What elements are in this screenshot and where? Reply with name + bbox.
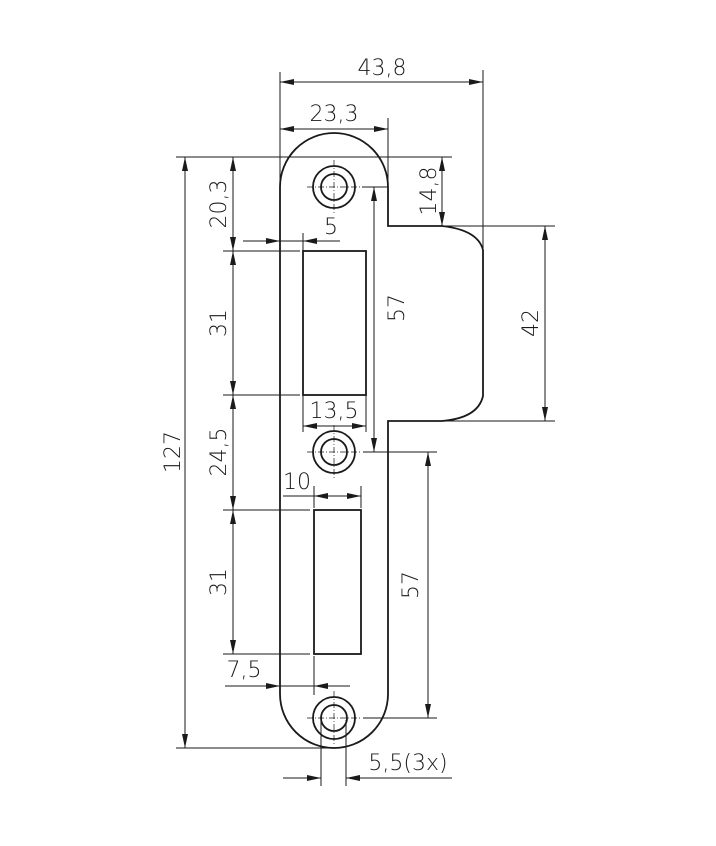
screw-hole-middle — [307, 425, 361, 479]
dim-plate-width: 23,3 — [310, 102, 359, 127]
dim-slot2-length: 31 — [207, 568, 232, 596]
dim-slot2-offset: 7,5 — [227, 658, 262, 683]
dim-lip-offset: 14,8 — [417, 167, 442, 216]
screw-hole-bottom — [307, 691, 361, 745]
dim-lip-height: 42 — [519, 309, 544, 337]
dim-hole-diameter: 5,5(3x) — [368, 751, 447, 776]
dim-slot2-width: 10 — [283, 470, 311, 495]
dim-slot1-offset: 5 — [324, 215, 338, 240]
dimension-lines — [182, 79, 548, 781]
dim-overall-length: 127 — [161, 431, 186, 473]
dim-hole-spacing-upper: 57 — [385, 294, 410, 322]
screw-hole-top — [307, 160, 361, 214]
deadbolt-slot — [313, 509, 362, 655]
latch-slot — [302, 250, 367, 396]
dim-overall-width: 43,8 — [358, 56, 407, 81]
dim-top-to-slot1: 20,3 — [207, 180, 232, 229]
dim-slot1-width: 13,5 — [310, 399, 359, 424]
dim-hole-spacing-lower: 57 — [399, 571, 424, 599]
strike-plate-outline — [279, 132, 484, 749]
dim-slot1-length: 31 — [207, 309, 232, 337]
extension-lines — [176, 70, 555, 786]
dim-slot-gap: 24,5 — [207, 428, 232, 477]
